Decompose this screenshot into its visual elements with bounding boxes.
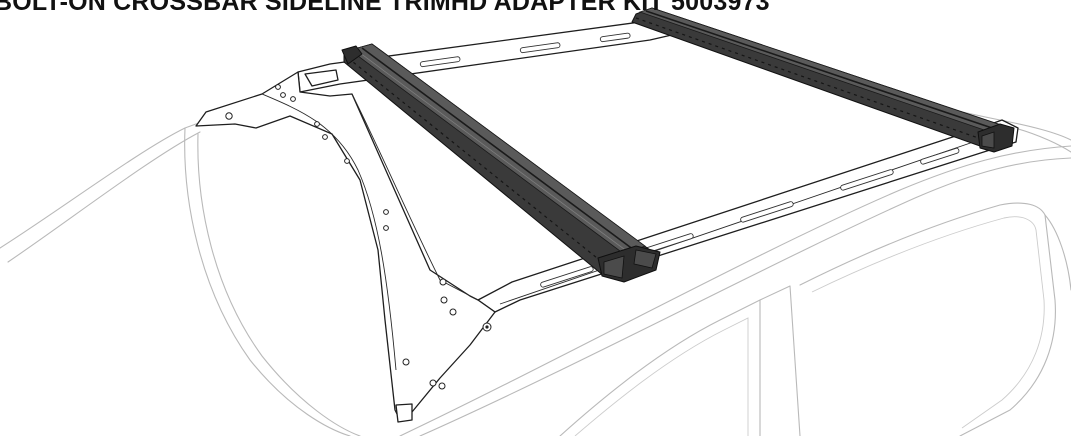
body-beltline-lower [419, 157, 1071, 436]
bracket-hole [449, 308, 457, 316]
vehicle-outline [0, 21, 1071, 436]
bracket-fold-line [351, 93, 479, 301]
front-adapter-bracket [195, 71, 496, 423]
figure-title: BOLT-ON CROSSBAR SIDELINE TRIMHD ADAPTER… [0, 0, 770, 16]
b-pillar [759, 285, 801, 436]
roof-rear-lip [1014, 127, 1071, 153]
rear-crossbar-body [631, 7, 1013, 151]
front-window-inner [574, 317, 749, 436]
front-crossbar-rear-endcap [341, 45, 363, 65]
front-crossbar-endcap-face [633, 249, 657, 269]
bracket-bottom-tab [395, 403, 413, 423]
front-window-outline [559, 299, 761, 436]
bracket-hole [402, 358, 410, 366]
rear-window-outline [799, 202, 1056, 436]
bracket-hole [439, 278, 447, 286]
right-rail-slot [740, 201, 794, 223]
a-pillar-curve [184, 127, 351, 436]
rear-rail-slot [419, 56, 461, 68]
front-crossbar-highlight [355, 49, 629, 253]
rear-window-inner [811, 216, 1045, 429]
windshield-outer-line [0, 115, 231, 249]
rear-rail-cutout [304, 69, 339, 87]
right-rail-slot [840, 169, 894, 191]
bracket-hole [322, 134, 328, 140]
bracket-hole [438, 382, 446, 390]
bracket-hole [383, 209, 389, 215]
right-rail-slot [920, 147, 960, 165]
bracket-hole [225, 112, 233, 120]
front-crossbar-top-groove [361, 47, 635, 251]
bracket-hole [290, 96, 296, 102]
rear-crossbar-top-groove [645, 10, 999, 131]
bracket-hole [440, 296, 448, 304]
rear-crossbar [631, 7, 1015, 153]
body-beltline [399, 145, 1071, 436]
bracket-hole [429, 379, 437, 387]
bracket-hole [280, 92, 286, 98]
bracket-hole [383, 225, 389, 231]
rear-rail-slot [519, 42, 561, 54]
rear-quarter-line [1044, 214, 1071, 291]
windshield-inner-line [7, 131, 201, 263]
front-crossbar-tnut-channel [347, 57, 613, 271]
front-crossbar-endcap-face [603, 255, 625, 279]
bracket-inner-edge [261, 93, 397, 371]
rear-crossbar-tnut-channel [635, 17, 985, 141]
bracket-hole [344, 158, 350, 164]
bracket-holes [225, 84, 492, 390]
rear-crossbar-endcap-face [981, 131, 995, 149]
right-rail-slot [540, 266, 594, 288]
bracket-hole [314, 121, 320, 127]
a-pillar-inner-curve [197, 133, 361, 436]
front-crossbar [341, 43, 661, 283]
bracket-hole-center [485, 325, 489, 329]
rear-rail-slot [599, 32, 631, 43]
bracket-hole [275, 84, 281, 90]
